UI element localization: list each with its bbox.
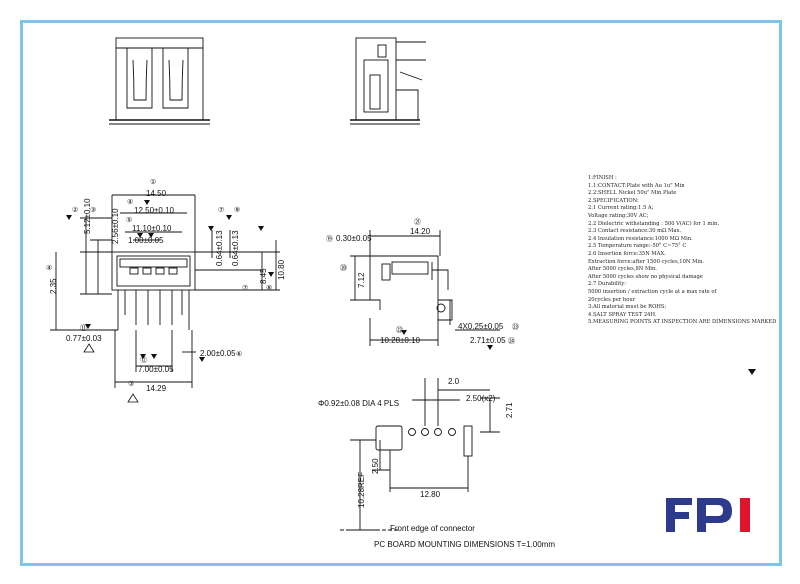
note-line: 20cycles per hour <box>588 296 636 303</box>
note-line: 1.1:CONTACT:Plate with Au 1u" Min <box>588 182 685 189</box>
note-line: 2.2 Dielectric withstanding : 500 V(AC) … <box>588 220 719 227</box>
spec-notes: 1:FINISH : 1.1:CONTACT:Plate with Au 1u"… <box>588 175 777 327</box>
side-view <box>350 230 500 346</box>
note-line: 2.1 Current rating:1.5 A; <box>588 205 654 212</box>
pcb-layout <box>340 378 500 531</box>
note-line: 2.4 Insulation resistance:1000 MΩ Min. <box>588 235 693 242</box>
note-line: 2.7 Durability: <box>588 281 627 288</box>
note-line: 2.SPECIFICATION: <box>588 197 639 204</box>
note-line: 2.6 Insertion force:35N MAX. <box>588 250 666 257</box>
note-line: After 5000 cycles,8N Min. <box>588 266 657 273</box>
note-line: Extraction force:after 1500 cycles,10N M… <box>588 258 705 265</box>
side-view-top <box>350 37 426 125</box>
note-line: After 5000 cycles show no physical damag… <box>588 273 703 280</box>
note-line: Voltage rating:30V AC; <box>588 212 649 219</box>
note-line: 5.MEASURING POINTS AT INSPECTION ARE DIM… <box>588 319 777 326</box>
note-line: 5000 insertion / extraction cycle at a m… <box>588 288 717 295</box>
note-line: 2.2:SHELL Nickel 50u" Min Plate <box>588 190 677 197</box>
note-line: 4.SALT SPRAY TEST 24H. <box>588 311 657 318</box>
front-view <box>50 194 280 388</box>
note-line: 2.5 Temperature range:-50° C~75° C <box>588 243 687 250</box>
fpi-logo <box>666 498 750 532</box>
top-view <box>109 37 210 125</box>
note-line: 2.3 Contact resistance:30 mΩ Max. <box>588 228 682 235</box>
note-line: 3:All material must be ROHS; <box>588 304 667 311</box>
note-line: 1:FINISH : <box>588 175 617 181</box>
drawing-frame <box>20 20 782 566</box>
